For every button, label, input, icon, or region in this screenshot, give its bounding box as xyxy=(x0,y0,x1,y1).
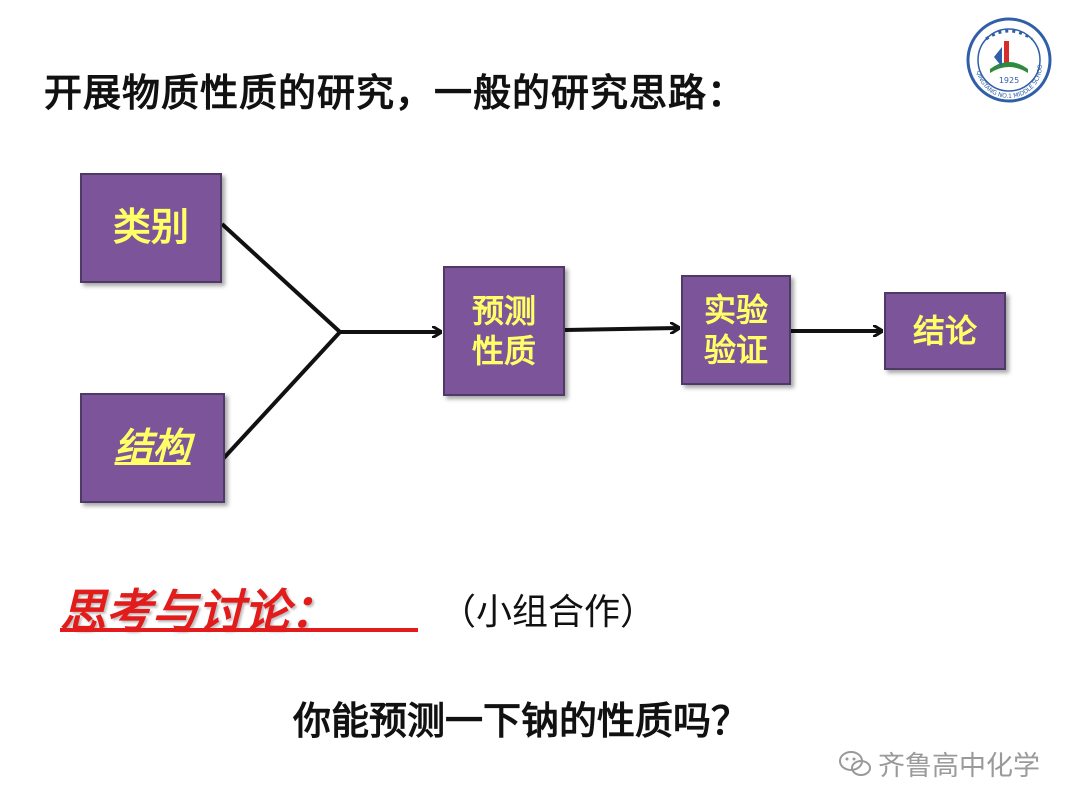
page-title: 开展物质性质的研究，一般的研究思路： xyxy=(44,71,747,115)
connector-category xyxy=(220,222,342,334)
connector-structure xyxy=(220,330,342,462)
watermark-text: 齐鲁高中化学 xyxy=(878,751,1040,782)
box-structure: 结构 xyxy=(80,393,225,503)
watermark: 齐鲁高中化学 xyxy=(838,744,1040,783)
box-category: 类别 xyxy=(80,173,222,283)
discussion-underline xyxy=(60,628,418,632)
wechat-icon xyxy=(839,750,871,776)
arrow-to-verify xyxy=(564,328,678,330)
box-experiment-verify: 实验 验证 xyxy=(681,275,791,385)
discussion-note: （小组合作） xyxy=(440,592,657,633)
box-predict-properties: 预测 性质 xyxy=(443,266,565,396)
question-text: 你能预测一下钠的性质吗？ xyxy=(293,699,750,743)
logo-year: 1925 xyxy=(999,76,1019,85)
box-conclusion: 结论 xyxy=(884,292,1006,370)
school-logo: 1925 QINGTANG NO.1 MIDDLE SCHOOL xyxy=(966,17,1052,103)
